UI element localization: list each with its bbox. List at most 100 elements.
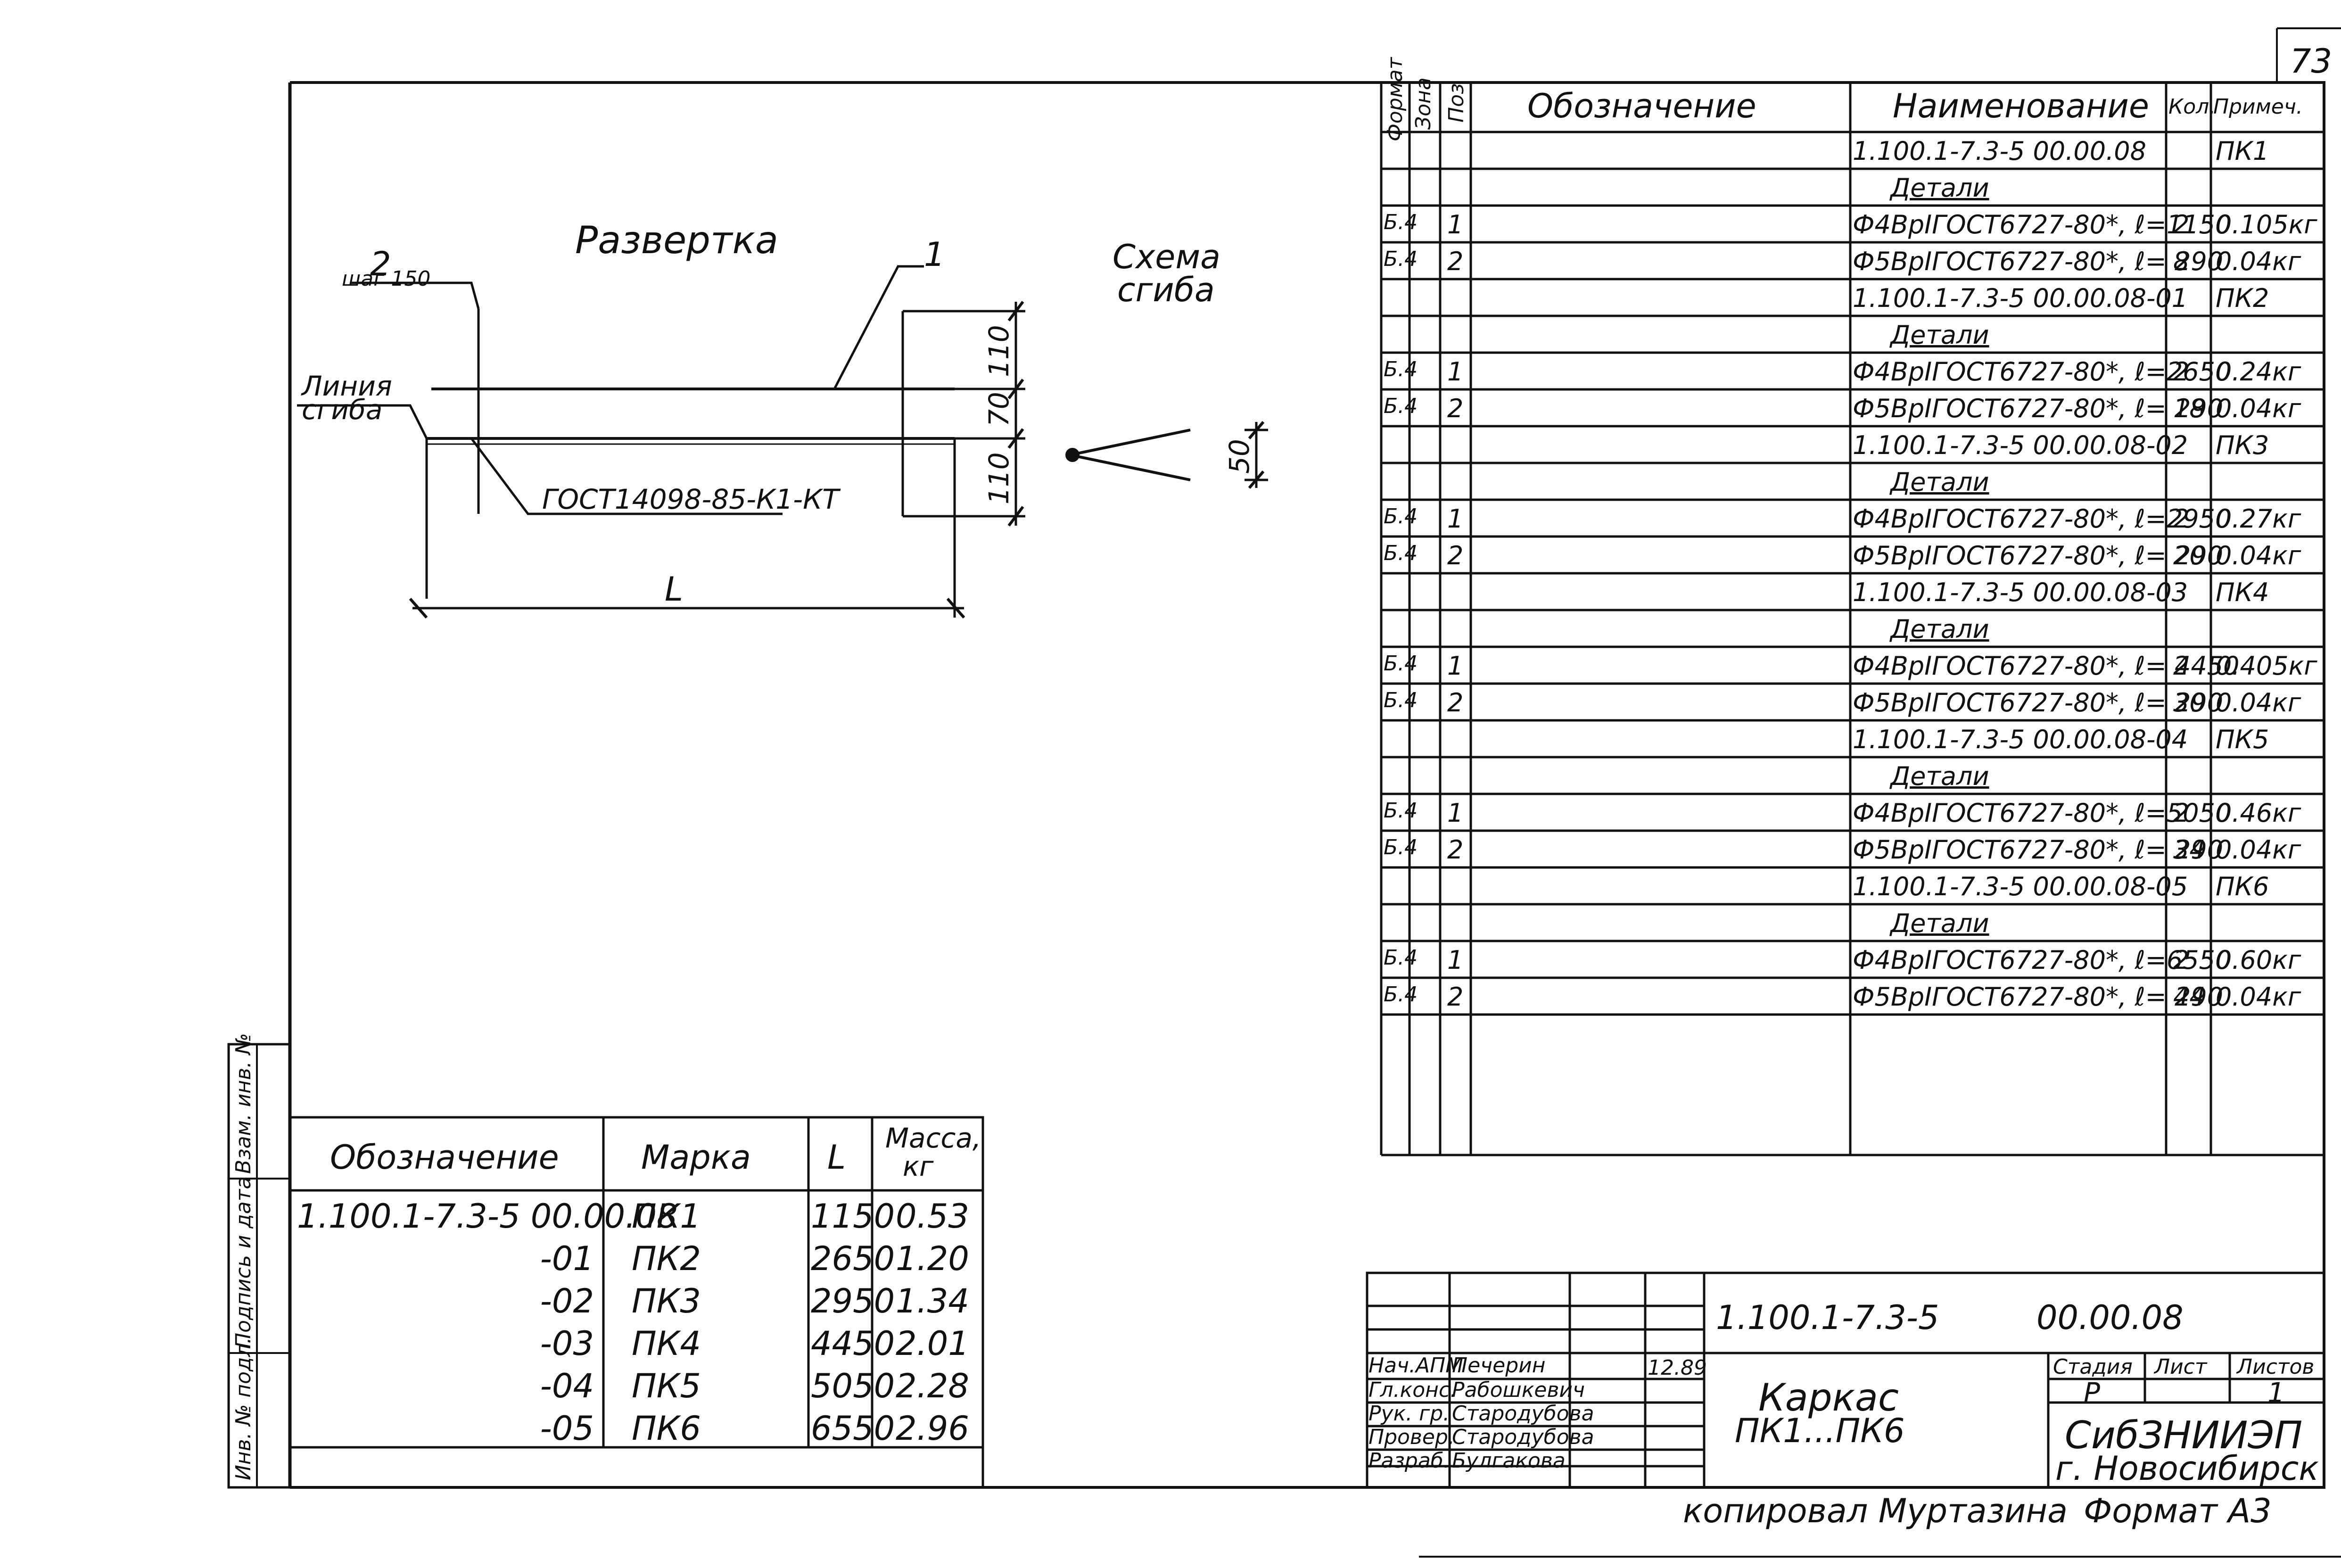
spec-note: 0.04кг	[2216, 541, 2301, 570]
spec-note: 0.04кг	[2216, 394, 2301, 423]
spec-note: ПК2	[2216, 283, 2269, 313]
spec-qty: 2	[2173, 210, 2190, 239]
spec-name: Ф5ВрIГОСТ6727-80*, ℓ= 290	[1853, 688, 2224, 718]
marks-header-mark: Марка	[641, 1138, 751, 1177]
footer-copied: копировал Муртазина	[1683, 1492, 2068, 1530]
marks-designation: -04	[540, 1367, 594, 1405]
title-person-name: Рабошкевич	[1452, 1378, 1585, 1402]
spec-note: ПК1	[2216, 136, 2269, 166]
marks-table-grid	[289, 1116, 984, 1489]
marks-designation: 1.100.1-7.3-5 00.00.08	[297, 1197, 678, 1236]
spec-qty: 2	[2173, 651, 2190, 681]
spec-qty: 2	[2173, 798, 2190, 828]
title-person-role: Разраб.	[1368, 1449, 1450, 1473]
title-person-name: Булгакова	[1452, 1449, 1566, 1473]
spec-note: 0.105кг	[2216, 210, 2317, 239]
title-person-role: Рук. гр.	[1368, 1402, 1450, 1426]
spec-name: Ф4ВрIГОСТ6727-80*, ℓ=6550	[1853, 945, 2232, 975]
spec-note: 0.46кг	[2216, 798, 2301, 828]
spec-qty: 34	[2173, 835, 2206, 865]
drawing-title: Развертка	[575, 218, 778, 262]
stamp-replace: Взам. инв. №	[231, 1033, 256, 1174]
title-person-name: Печерин	[1452, 1353, 1546, 1378]
marks-header-length: L	[827, 1138, 846, 1177]
spec-note: 0.405кг	[2216, 651, 2317, 681]
title-sheet-label: Лист	[2154, 1355, 2207, 1379]
bend-line-label-2: сгиба	[302, 394, 383, 426]
title-person-name: Стародубова	[1452, 1402, 1594, 1426]
spec-qty: 44	[2173, 982, 2206, 1012]
spec-name: 1.100.1-7.3-5 00.00.08-04	[1853, 725, 2188, 754]
marks-designation: -03	[540, 1324, 594, 1363]
spec-format: Б.4	[1384, 541, 1418, 565]
spec-name: 1.100.1-7.3-5 00.00.08-05	[1853, 872, 2188, 901]
scheme-title: Схема	[1113, 238, 1221, 276]
title-code: 1.100.1-7.3-5	[1716, 1298, 1939, 1337]
marks-header-designation: Обозначение	[330, 1138, 559, 1177]
marks-length: 4450	[811, 1324, 895, 1363]
weld-note: ГОСТ14098-85-К1-КТ	[542, 483, 839, 515]
marks-designation: -02	[540, 1282, 594, 1320]
spec-header-note: Примеч.	[2213, 95, 2303, 119]
spec-name: Ф5ВрIГОСТ6727-80*, ℓ= 290	[1853, 835, 2224, 865]
title-date: 12.89	[1648, 1356, 1707, 1380]
dim-110-bottom: 110	[983, 452, 1015, 504]
spec-format: Б.4	[1384, 835, 1418, 859]
spec-table-grid	[1380, 83, 2324, 1156]
spec-note: 0.24кг	[2216, 357, 2301, 387]
dim-110-top: 110	[983, 325, 1015, 377]
spec-name: Ф5ВрIГОСТ6727-80*, ℓ= 290	[1853, 394, 2224, 423]
marks-mass: 2.01	[896, 1324, 969, 1363]
spec-name: Ф4ВрIГОСТ6727-80*, ℓ=1150	[1853, 210, 2232, 239]
title-person-role: Нач.АПМ	[1368, 1353, 1464, 1378]
title-block-grid	[1366, 1271, 2325, 1489]
spec-pos: 2	[1447, 394, 1464, 423]
marks-mass: 1.34	[896, 1282, 969, 1320]
spec-format: Б.4	[1384, 799, 1418, 823]
spec-pos: 1	[1447, 798, 1464, 828]
marks-mark: ПК4	[632, 1324, 701, 1363]
spec-name: 1.100.1-7.3-5 00.00.08-01	[1853, 283, 2188, 313]
spec-name: Ф5ВрIГОСТ6727-80*, ℓ= 290	[1853, 541, 2224, 570]
title-name-2: ПК1...ПК6	[1735, 1411, 1905, 1450]
label-pos-2: 2	[370, 245, 391, 283]
spec-section-header: Детали	[1890, 614, 1989, 644]
spec-name: 1.100.1-7.3-5 00.00.08	[1853, 136, 2146, 166]
spec-header-name: Наименование	[1893, 87, 2149, 125]
spec-format: Б.4	[1384, 688, 1418, 712]
spec-note: 0.04кг	[2216, 247, 2301, 276]
spec-note: 0.27кг	[2216, 504, 2301, 534]
title-person-role: Гл.конс.	[1368, 1378, 1457, 1402]
marks-mass: 1.20	[896, 1239, 969, 1278]
title-stage-label: Стадия	[2053, 1355, 2133, 1379]
dim-70: 70	[983, 392, 1015, 427]
marks-mass: 2.28	[896, 1367, 969, 1405]
spec-note: 0.04кг	[2216, 688, 2301, 718]
dim-50: 50	[1223, 439, 1255, 474]
stamp-sign: Подпись и дата	[231, 1176, 256, 1348]
dim-L: L	[665, 570, 683, 609]
spec-pos: 1	[1447, 651, 1464, 681]
title-name-1: Каркас	[1758, 1376, 1899, 1419]
label-pos-2-step: шаг 150	[342, 267, 431, 291]
label-pos-1: 1	[924, 235, 945, 274]
spec-format: Б.4	[1384, 946, 1418, 970]
title-stage: Р	[2084, 1377, 2100, 1409]
spec-header-format: Формат	[1383, 57, 1407, 141]
marks-mass: 0.53	[896, 1197, 969, 1236]
spec-section-header: Детали	[1890, 320, 1989, 350]
spec-header-zone: Зона	[1411, 77, 1435, 130]
spec-name: Ф4ВрIГОСТ6727-80*, ℓ= 4450	[1853, 651, 2240, 681]
marks-mark: ПК6	[632, 1409, 701, 1448]
spec-note: ПК5	[2216, 725, 2269, 754]
spec-pos: 2	[1447, 688, 1464, 718]
title-sheets: 1	[2267, 1377, 2285, 1409]
spec-name: Ф5ВрIГОСТ6727-80*, ℓ= 290	[1853, 982, 2224, 1012]
spec-note: 0.04кг	[2216, 835, 2301, 865]
spec-pos: 1	[1447, 357, 1464, 387]
spec-format: Б.4	[1384, 504, 1418, 528]
marks-length: 1150	[811, 1197, 895, 1236]
marks-header-mass: Масса,	[885, 1122, 981, 1154]
title-org-1: СибЗНИИЭП	[2065, 1413, 2303, 1457]
bend-line-label: Линия	[302, 370, 392, 402]
